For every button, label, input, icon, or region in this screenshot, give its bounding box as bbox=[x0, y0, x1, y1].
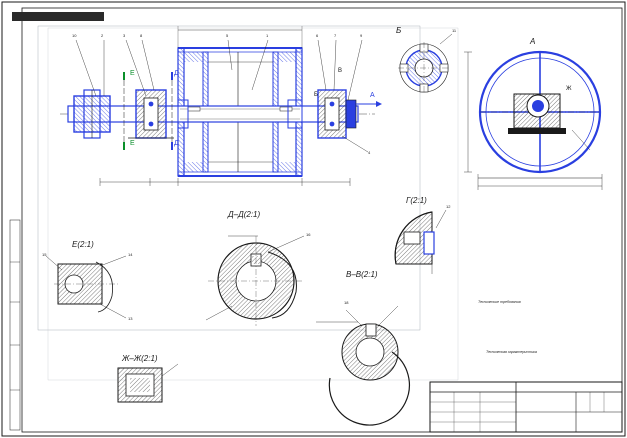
callout-3: 3 bbox=[123, 33, 126, 38]
callout-7: 7 bbox=[334, 33, 337, 38]
view-b bbox=[398, 33, 453, 94]
callout-4: 4 bbox=[368, 150, 371, 155]
section-zhzh bbox=[117, 363, 179, 403]
specs-title: Техническая характеристика bbox=[486, 350, 537, 354]
inner-frame bbox=[21, 7, 623, 433]
main-assembly-view bbox=[60, 26, 382, 186]
tech-requirements-title: Технические требования bbox=[478, 300, 521, 304]
section-dd bbox=[205, 235, 305, 326]
section-zhzh-title: Ж–Ж(2:1) bbox=[122, 354, 158, 363]
callout-16: 16 bbox=[306, 232, 311, 237]
callout-8: 8 bbox=[140, 33, 143, 38]
callout-6: 6 bbox=[316, 33, 319, 38]
view-a bbox=[464, 50, 603, 190]
mark-d-bottom: Д bbox=[174, 140, 179, 147]
section-dd-title: Д–Д(2:1) bbox=[228, 210, 261, 219]
mark-a-arrow: А bbox=[370, 92, 375, 99]
callout-11: 11 bbox=[452, 28, 457, 33]
callout-15: 15 bbox=[42, 252, 47, 257]
top-stamp bbox=[12, 12, 104, 21]
mark-d-top: Д bbox=[174, 70, 179, 77]
callout-13: 13 bbox=[128, 316, 133, 321]
section-gg bbox=[394, 209, 447, 274]
left-margin-strip bbox=[9, 219, 21, 431]
section-ee-title: Е(2:1) bbox=[72, 240, 94, 249]
view-a-title: А bbox=[530, 37, 536, 46]
mark-e-bottom: Е bbox=[130, 140, 135, 147]
callout-1: 1 bbox=[266, 33, 269, 38]
mark-v: В bbox=[338, 68, 343, 74]
left-view-frame bbox=[47, 27, 459, 381]
callout-18: 18 bbox=[344, 300, 349, 305]
callout-9: 9 bbox=[360, 33, 363, 38]
title-block bbox=[429, 381, 623, 433]
callout-10: 10 bbox=[72, 33, 77, 38]
shaft bbox=[67, 105, 359, 123]
callout-5: 5 bbox=[226, 33, 229, 38]
callout-12: 12 bbox=[446, 204, 451, 209]
mark-e-top: Е bbox=[130, 70, 135, 77]
mark-b-left: Б bbox=[314, 92, 318, 98]
section-vv bbox=[316, 305, 410, 426]
callout-14: 14 bbox=[128, 252, 133, 257]
section-gg-title: Г(2:1) bbox=[406, 196, 427, 205]
section-vv-title: В–В(2:1) bbox=[346, 270, 378, 279]
view-b-title: Б bbox=[396, 26, 402, 35]
mark-zh: Ж bbox=[566, 86, 572, 92]
callout-2: 2 bbox=[101, 33, 104, 38]
main-view-frame bbox=[37, 25, 421, 331]
section-ee bbox=[45, 255, 127, 319]
